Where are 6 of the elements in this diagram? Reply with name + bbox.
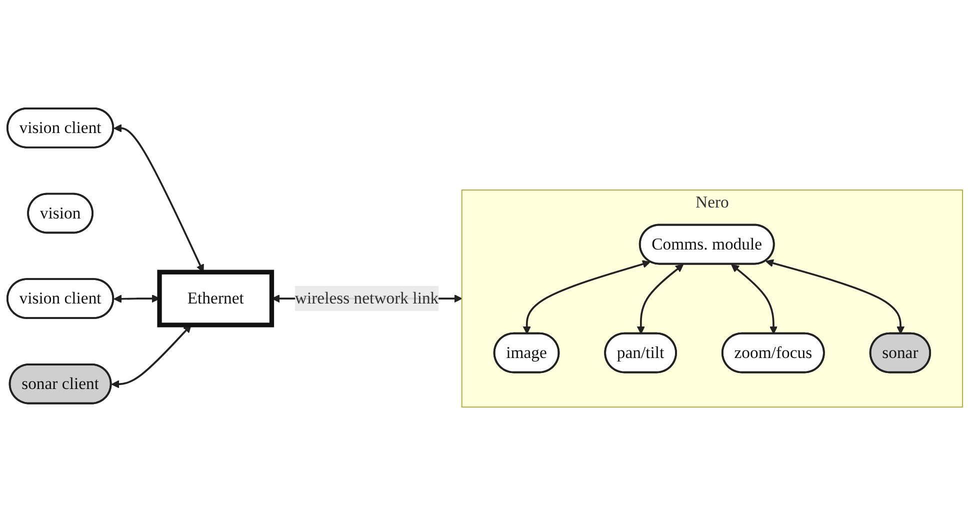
arrow [765,258,905,334]
arrow [522,260,650,334]
arrow [731,264,778,334]
edge-label: wireless network link [294,288,439,308]
arrow [636,264,684,334]
node-box: Ethernet [157,270,274,328]
